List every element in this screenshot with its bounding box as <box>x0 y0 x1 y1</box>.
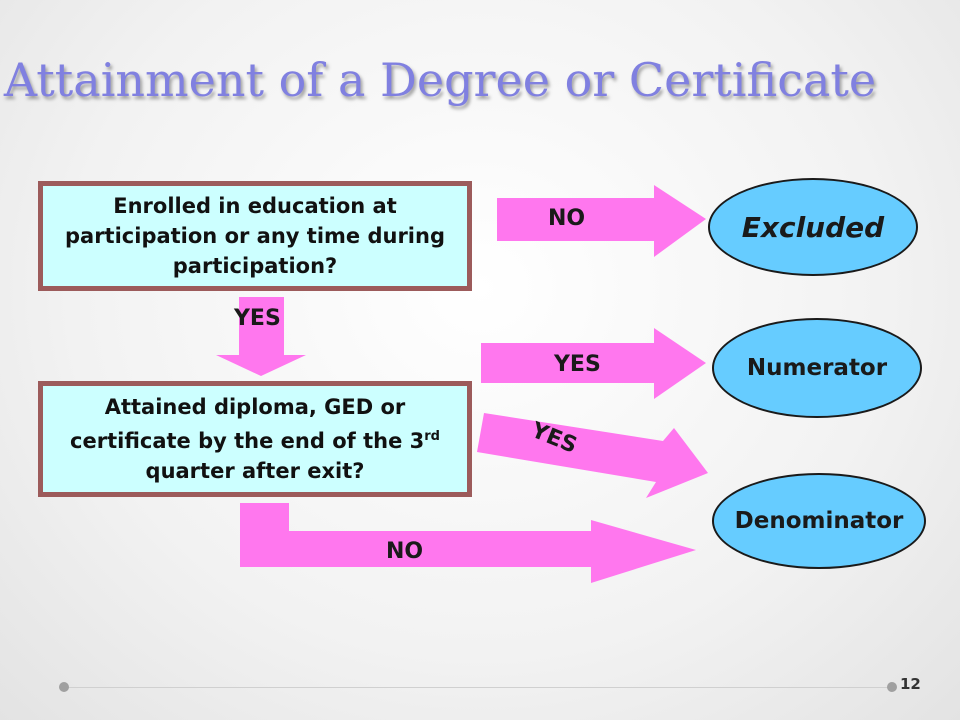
slide-title: Attainment of a Degree or Certificate <box>3 53 877 107</box>
attained-question-text: Attained diploma, GED or certificate by … <box>70 395 440 483</box>
arrow-label-yes-down: YES <box>234 306 281 331</box>
arrow-yes-numerator <box>481 328 706 399</box>
arrow-yes-denominator <box>477 413 708 498</box>
attained-question-box: Attained diploma, GED or certificate by … <box>38 381 472 497</box>
enrolled-question-box: Enrolled in education at participation o… <box>38 181 472 291</box>
footer-dot-right <box>887 682 897 692</box>
arrow-no-excluded <box>497 185 706 257</box>
footer-divider <box>64 687 894 688</box>
arrow-no-denominator <box>240 503 696 583</box>
page-number: 12 <box>900 675 921 693</box>
arrow-label-yes-numerator: YES <box>554 352 601 377</box>
arrow-yes-down <box>216 297 306 376</box>
excluded-oval: Excluded <box>708 178 918 276</box>
numerator-oval: Numerator <box>712 318 922 418</box>
enrolled-question-text: Enrolled in education at participation o… <box>65 194 445 278</box>
arrow-label-no-bottom: NO <box>386 539 424 564</box>
arrow-label-no-top: NO <box>548 206 586 231</box>
denominator-oval: Denominator <box>712 473 926 569</box>
footer-dot-left <box>59 682 69 692</box>
